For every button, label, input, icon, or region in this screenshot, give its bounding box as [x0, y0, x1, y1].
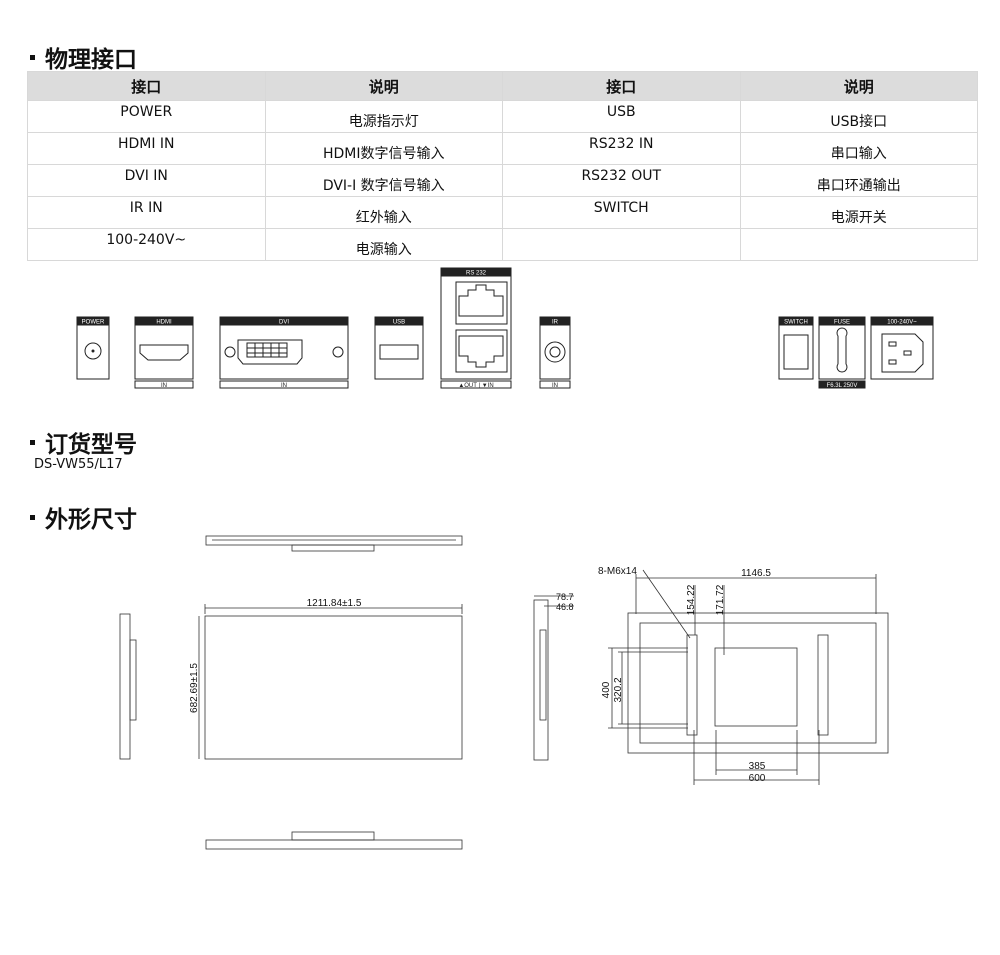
svg-text:F6.3L 250V: F6.3L 250V — [827, 383, 858, 389]
svg-text:IN: IN — [552, 383, 558, 389]
svg-text:IR: IR — [552, 320, 559, 326]
interface-cell: USB — [502, 100, 741, 133]
svg-text:HDMI: HDMI — [156, 320, 172, 326]
bullet-icon — [30, 54, 35, 60]
svg-text:171.72: 171.72 — [715, 584, 726, 615]
svg-text:100-240V~: 100-240V~ — [887, 320, 917, 326]
heading-text: 订货型号 — [45, 432, 137, 458]
bottom-view — [205, 831, 463, 850]
header-cell: 说明 — [739, 71, 978, 101]
interface-cell: DVI IN — [27, 164, 266, 197]
section-heading-interfaces: 物理接口 — [30, 40, 137, 74]
description-cell: 电源指示灯 — [264, 100, 503, 133]
svg-text:IN: IN — [281, 383, 287, 389]
interface-cell: RS232 OUT — [502, 164, 741, 197]
svg-text:78.7: 78.7 — [556, 592, 574, 602]
header-cell: 接口 — [502, 71, 741, 101]
bullet-icon — [30, 514, 35, 520]
svg-text:46.8: 46.8 — [556, 602, 574, 612]
fuse-port: FUSE F6.3L 250V — [818, 316, 866, 389]
front-view: 1211.84±1.5 682.69±1.5 — [189, 598, 463, 760]
interface-cell: HDMI IN — [27, 132, 266, 165]
header-cell: 说明 — [264, 71, 503, 101]
svg-text:1146.5: 1146.5 — [741, 568, 771, 579]
description-cell — [739, 228, 978, 261]
description-cell: DVI-I 数字信号输入 — [264, 164, 503, 197]
section-heading-ordering: 订货型号 — [30, 425, 137, 459]
usb-port: USB — [374, 316, 424, 380]
svg-text:RS 232: RS 232 — [466, 271, 487, 277]
bullet-icon — [30, 439, 35, 445]
interface-cell: SWITCH — [502, 196, 741, 229]
interface-cell: IR IN — [27, 196, 266, 229]
interface-cell: POWER — [27, 100, 266, 133]
description-cell: 串口环通输出 — [739, 164, 978, 197]
interface-cell: 100-240V~ — [27, 228, 266, 261]
right-side-view: 78.746.8 — [533, 592, 574, 761]
table-row: 100-240V~电源输入 — [27, 228, 978, 261]
top-view — [205, 535, 463, 552]
description-cell: 电源开关 — [739, 196, 978, 229]
svg-text:8-M6x14: 8-M6x14 — [598, 566, 637, 577]
svg-text:POWER: POWER — [82, 320, 105, 326]
hdmi-port: HDMI IN — [134, 316, 194, 389]
ac-inlet: 100-240V~ — [870, 316, 934, 380]
table-header: 接口说明接口说明 — [27, 71, 978, 101]
description-cell: USB接口 — [739, 100, 978, 133]
svg-text:320.2: 320.2 — [613, 677, 624, 702]
description-cell: HDMI数字信号输入 — [264, 132, 503, 165]
svg-text:400: 400 — [601, 681, 612, 698]
svg-text:USB: USB — [393, 320, 405, 326]
svg-text:154.22: 154.22 — [686, 584, 697, 615]
svg-text:DVI: DVI — [279, 320, 289, 326]
power-port: POWER — [76, 316, 110, 380]
left-side-view — [119, 613, 137, 760]
svg-text:SWITCH: SWITCH — [784, 320, 808, 326]
switch-port: SWITCH — [778, 316, 814, 380]
description-cell: 红外输入 — [264, 196, 503, 229]
interface-cell: RS232 IN — [502, 132, 741, 165]
description-cell: 串口输入 — [739, 132, 978, 165]
section-heading-dimensions: 外形尺寸 — [30, 500, 137, 534]
svg-text:1211.84±1.5: 1211.84±1.5 — [307, 598, 362, 609]
header-cell: 接口 — [27, 71, 266, 101]
svg-text:385: 385 — [749, 761, 766, 772]
svg-text:IN: IN — [161, 383, 167, 389]
heading-text: 外形尺寸 — [45, 507, 137, 533]
model-number: DS-VW55/L17 — [34, 457, 123, 472]
svg-text:FUSE: FUSE — [834, 320, 850, 326]
svg-text:600: 600 — [749, 773, 766, 784]
heading-text: 物理接口 — [45, 47, 137, 73]
interface-cell — [502, 228, 741, 261]
svg-text:682.69±1.5: 682.69±1.5 — [189, 663, 200, 713]
rs232-port: RS 232 ▲OUT | ▼IN — [440, 267, 512, 389]
dvi-port: DVI IN — [219, 316, 349, 389]
svg-text:▲OUT | ▼IN: ▲OUT | ▼IN — [458, 383, 493, 389]
description-cell: 电源输入 — [264, 228, 503, 261]
dimension-drawings: 1211.84±1.5 682.69±1.5 78.746.8 1146.5 8-… — [119, 535, 889, 850]
ir-port: IR IN — [539, 316, 571, 389]
